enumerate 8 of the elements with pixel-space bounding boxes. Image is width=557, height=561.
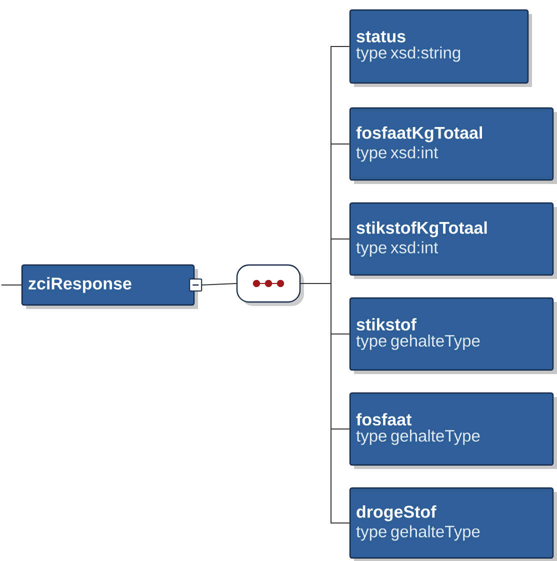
element-box: stikstof type gehalteType xyxy=(349,297,557,374)
element-box: status type xsd:string xyxy=(349,9,532,87)
element-box: fosfaatKgTotaal type xsd:int xyxy=(349,107,557,184)
element-box: zciResponse xyxy=(21,264,198,309)
element-box: stikstofKgTotaal type xsd:int xyxy=(349,202,557,279)
element-box: drogeStof type gehalteType xyxy=(349,487,557,561)
element-box: fosfaat type gehalteType xyxy=(349,392,557,469)
sequence-compositor xyxy=(236,264,304,306)
